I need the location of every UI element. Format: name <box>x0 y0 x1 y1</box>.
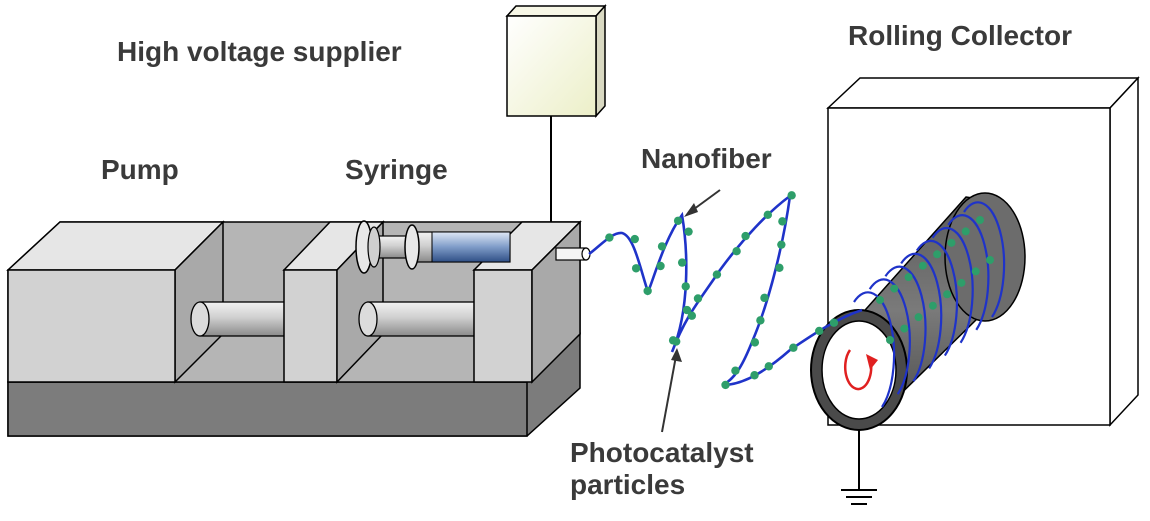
particle-dot <box>741 231 750 241</box>
particle-dot <box>764 362 773 371</box>
fiber-wrap <box>963 201 1006 318</box>
needle-tip <box>581 247 591 261</box>
particle-dot <box>657 242 667 251</box>
particle-dot <box>777 240 786 249</box>
particles-pointer <box>661 355 677 433</box>
photocatalyst-label: Photocatalyst particles <box>570 437 754 501</box>
fiber-wraps <box>853 201 1006 408</box>
nanofiber-pointer-arrowhead <box>684 203 698 217</box>
particle-dot <box>693 294 703 303</box>
photocatalyst-particles <box>605 191 994 390</box>
pump-rod-end <box>190 301 210 337</box>
particle-dot <box>943 290 952 299</box>
particle-dot <box>957 278 966 287</box>
particle-dot <box>904 273 913 282</box>
rolling-collector-label: Rolling Collector <box>848 20 1072 51</box>
particle-dot <box>900 324 909 333</box>
hv-box-side <box>595 4 606 118</box>
particle-dot <box>630 234 639 244</box>
particle-dot <box>787 191 796 200</box>
particle-dot <box>631 264 641 273</box>
high-voltage-label: High voltage supplier <box>117 36 402 67</box>
syringe-label: Syringe <box>345 154 448 185</box>
collector-panel-side <box>1109 76 1139 427</box>
particle-dot <box>918 261 927 270</box>
rolling-collector <box>810 76 1140 505</box>
particle-dot <box>829 318 839 327</box>
particle-dot <box>886 336 894 344</box>
drum-back-end <box>944 192 1026 322</box>
particle-dot <box>763 210 772 220</box>
collector-panel-top <box>826 77 1140 109</box>
fiber-wrap <box>931 226 974 344</box>
particle-dot <box>643 286 652 296</box>
particle-dot <box>815 326 824 336</box>
particle-dot <box>986 256 994 264</box>
particle-dot <box>976 216 984 224</box>
particle-dot <box>681 282 690 291</box>
syringe <box>355 220 591 274</box>
particle-dot <box>673 216 683 225</box>
particle-dot <box>677 258 687 267</box>
particle-dot <box>775 263 784 272</box>
pump-rod <box>199 301 293 337</box>
particle-dot <box>914 313 923 322</box>
front-block-side <box>531 220 581 384</box>
particle-dot <box>721 380 730 390</box>
pump-block-front <box>7 269 176 383</box>
particle-dot <box>928 301 937 310</box>
drum-front-face <box>821 320 897 420</box>
high-voltage-supplier <box>505 4 607 222</box>
hv-box-front <box>506 15 597 117</box>
nanofiber-label: Nanofiber <box>641 143 772 174</box>
middle-block-front <box>283 269 338 383</box>
fiber-wrap <box>884 265 927 382</box>
base-front <box>7 381 528 437</box>
particle-dot <box>890 284 899 293</box>
plunger-rod-end <box>358 301 378 337</box>
particles-pointer-arrowhead <box>671 348 682 362</box>
particle-dot <box>778 217 787 226</box>
particle-dot <box>971 267 980 276</box>
fiber-wrap <box>915 239 959 357</box>
annotation-pointers <box>661 189 721 433</box>
fiber-wrap <box>900 252 943 370</box>
particle-dot <box>876 296 884 304</box>
particle-dot <box>671 337 681 346</box>
particle-dot <box>789 343 798 352</box>
particle-dot <box>605 233 614 242</box>
particle-dot <box>756 316 765 325</box>
rotation-arrowhead-icon <box>866 354 878 370</box>
syringe-solution <box>431 231 511 263</box>
fiber-wrap <box>947 214 990 331</box>
particle-dot <box>732 246 741 256</box>
particle-dot <box>933 250 942 259</box>
particle-dot <box>947 238 956 247</box>
photocatalyst-label-line1: Photocatalyst <box>570 437 754 468</box>
particle-dot <box>731 366 740 375</box>
fiber-wrap <box>853 291 896 408</box>
particle-dot <box>961 227 970 236</box>
particle-dot <box>682 305 692 315</box>
pump-label: Pump <box>101 154 179 185</box>
particle-dot <box>687 311 697 320</box>
particle-dot <box>712 270 722 279</box>
particle-dot <box>760 293 769 303</box>
particle-dot <box>750 371 759 380</box>
pump-stage <box>6 220 582 437</box>
plunger-flange-inner <box>367 226 381 268</box>
particle-dot <box>750 338 760 347</box>
barrel-flange <box>404 224 420 270</box>
fiber-wrap <box>868 278 911 395</box>
photocatalyst-label-line2: particles <box>570 469 686 501</box>
rotation-arrow-icon <box>843 349 873 391</box>
plunger-rod <box>367 301 479 337</box>
particle-dot <box>656 261 665 271</box>
front-block-front <box>473 269 533 383</box>
hv-box-top <box>505 5 607 17</box>
particle-dot <box>684 227 693 236</box>
